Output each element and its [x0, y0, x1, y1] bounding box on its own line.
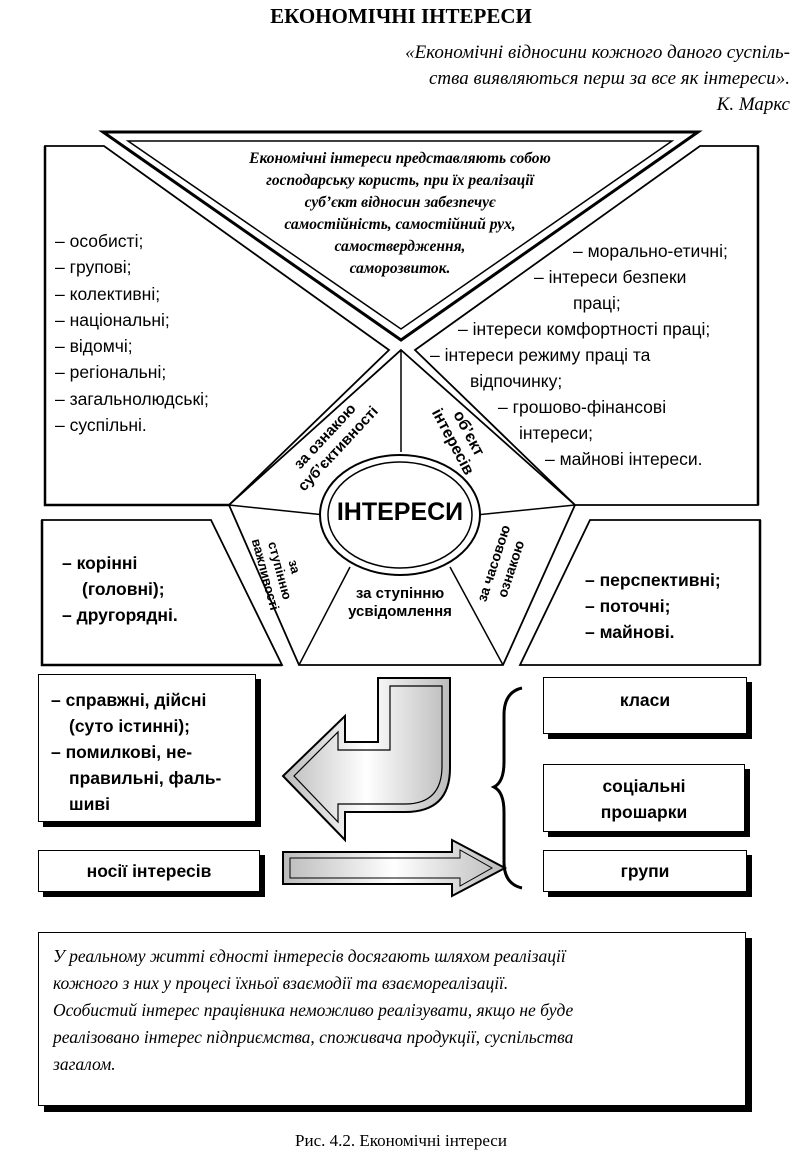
list-item: правильні, фаль-: [69, 768, 222, 788]
list-item: – колективні;: [55, 283, 161, 304]
sector-label: за ступінню: [355, 585, 445, 602]
curly-brace: [490, 686, 523, 890]
list-item: – морально-етичні;: [573, 241, 728, 261]
list-item: – особисті;: [55, 231, 144, 251]
definition-line: саморозвиток.: [349, 260, 451, 277]
sector-awareness: за ступінню усвідомлення: [330, 585, 470, 621]
carrier-box-strata: соціальні прошарки: [543, 764, 745, 832]
definition-line: суб’єкт відносин забезпечує: [304, 194, 496, 211]
awareness-box: – справжні, дійсні (суто істинні); – пом…: [38, 674, 256, 822]
list-item: шиві: [69, 794, 110, 814]
list-item: – майнові інтереси.: [545, 449, 703, 469]
list-item: (суто істинні);: [69, 716, 190, 736]
central-ellipse: [319, 454, 481, 576]
list-item: (головні);: [82, 579, 165, 599]
epigraph-line: «Економічні відносини кожного даного сус…: [405, 42, 790, 63]
list-item: – майнові.: [585, 622, 675, 642]
sector-label: усвідомлення: [348, 603, 452, 620]
list-item: – грошово-фінансові: [498, 397, 667, 417]
note-line: реалізовано інтерес підприємства, спожив…: [53, 1027, 574, 1047]
straight-arrow: [282, 838, 508, 898]
list-item: – другорядні.: [62, 605, 178, 625]
note-line: У реальному житті єдності інтересів дося…: [53, 946, 566, 966]
carrier-label: групи: [620, 861, 670, 881]
note-line: Особистий інтерес працівника неможливо р…: [53, 1000, 574, 1020]
epigraph: «Економічні відносини кожного даного сус…: [320, 40, 790, 118]
conclusion-note: У реальному житті єдності інтересів дося…: [38, 932, 746, 1106]
list-item: – регіональні;: [55, 362, 167, 383]
list-item: – відомчі;: [55, 336, 133, 357]
definition-line: самоствердження,: [334, 238, 466, 255]
list-item: відпочинку;: [470, 371, 563, 391]
time-list: – перспективні; – поточні; – майнові.: [585, 567, 721, 645]
list-item: – групові;: [55, 257, 132, 278]
definition-text: Економічні інтереси представляють собою …: [180, 148, 620, 280]
list-item: – поточні;: [585, 596, 671, 616]
epigraph-author: К. Маркс: [716, 94, 790, 115]
carriers-label: носії інтересів: [86, 861, 212, 881]
center-label: ІНТЕРЕСИ: [336, 498, 464, 526]
carrier-label: класи: [619, 690, 671, 710]
list-item: праці;: [573, 293, 621, 313]
list-item: – інтереси безпеки: [534, 267, 687, 287]
list-item: – помилкові, не-: [51, 742, 193, 762]
list-item: – інтереси комфортності праці;: [458, 319, 711, 339]
list-item: – національні;: [55, 309, 170, 330]
list-item: – суспільні.: [55, 415, 147, 436]
definition-triangle: [98, 130, 703, 342]
definition-line: господарську користь, при їх реалізації: [266, 172, 534, 189]
definition-line: самостійність, самостійний рух,: [284, 216, 516, 233]
list-item: інтереси;: [519, 423, 593, 443]
subject-list: – особисті; – групові; – колективні; – н…: [55, 228, 209, 438]
note-line: кожного з них у процесі їхньої взаємодії…: [53, 973, 509, 993]
list-item: – інтереси режиму праці та: [430, 345, 651, 365]
curved-arrow: [281, 677, 451, 843]
figure-caption: Рис. 4.2. Економічні інтереси: [295, 1131, 507, 1150]
list-item: – корінні: [62, 553, 138, 573]
carriers-box: носії інтересів: [38, 850, 260, 892]
list-item: – справжні, дійсні: [51, 690, 207, 710]
epigraph-line: ства виявляються перш за все як інтереси…: [429, 68, 790, 89]
page-title: ЕКОНОМІЧНІ ІНТЕРЕСИ: [270, 4, 532, 28]
list-item: – загальнолюдські;: [55, 388, 209, 409]
right-pentagon-frame: [413, 145, 759, 506]
definition-line: Економічні інтереси представляють собою: [249, 150, 551, 167]
carrier-box-groups: групи: [543, 850, 747, 892]
note-line: загалом.: [53, 1054, 116, 1074]
importance-list: – корінні (головні); – другорядні.: [62, 550, 178, 628]
carrier-box-classes: класи: [543, 677, 747, 734]
list-item: – перспективні;: [585, 570, 721, 590]
carrier-label: соціальні прошарки: [600, 776, 688, 822]
